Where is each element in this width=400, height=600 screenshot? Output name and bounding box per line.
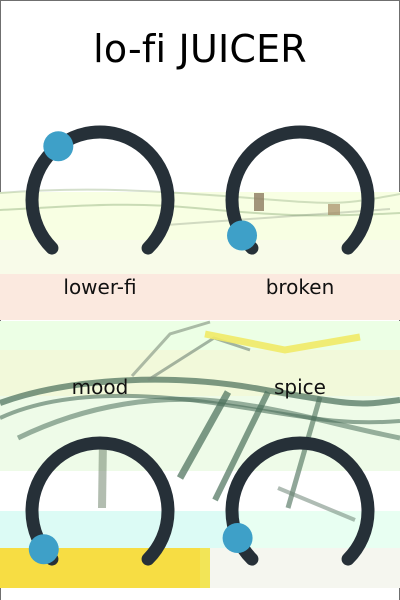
spice-knob-track — [225, 436, 375, 566]
broken-knob-thumb — [227, 220, 258, 251]
mood-knob-track — [25, 436, 175, 566]
lower-fi-knob-thumb — [43, 131, 74, 162]
lower-fi-knob[interactable] — [12, 112, 188, 288]
spice-knob-thumb — [222, 523, 253, 554]
mood-label: mood — [71, 375, 129, 399]
spice-label: spice — [274, 375, 326, 399]
lower-fi-knob-track — [25, 125, 175, 255]
broken-knob-track — [225, 125, 375, 255]
broken-label: broken — [265, 275, 335, 299]
mood-knob[interactable] — [12, 423, 188, 599]
top-border — [0, 0, 400, 1]
lower-fi-label: lower-fi — [63, 275, 137, 299]
app-title: lo-fi JUICER — [93, 27, 307, 71]
mood-knob-thumb — [28, 534, 59, 565]
broken-knob[interactable] — [212, 112, 388, 288]
spice-knob[interactable] — [212, 423, 388, 599]
